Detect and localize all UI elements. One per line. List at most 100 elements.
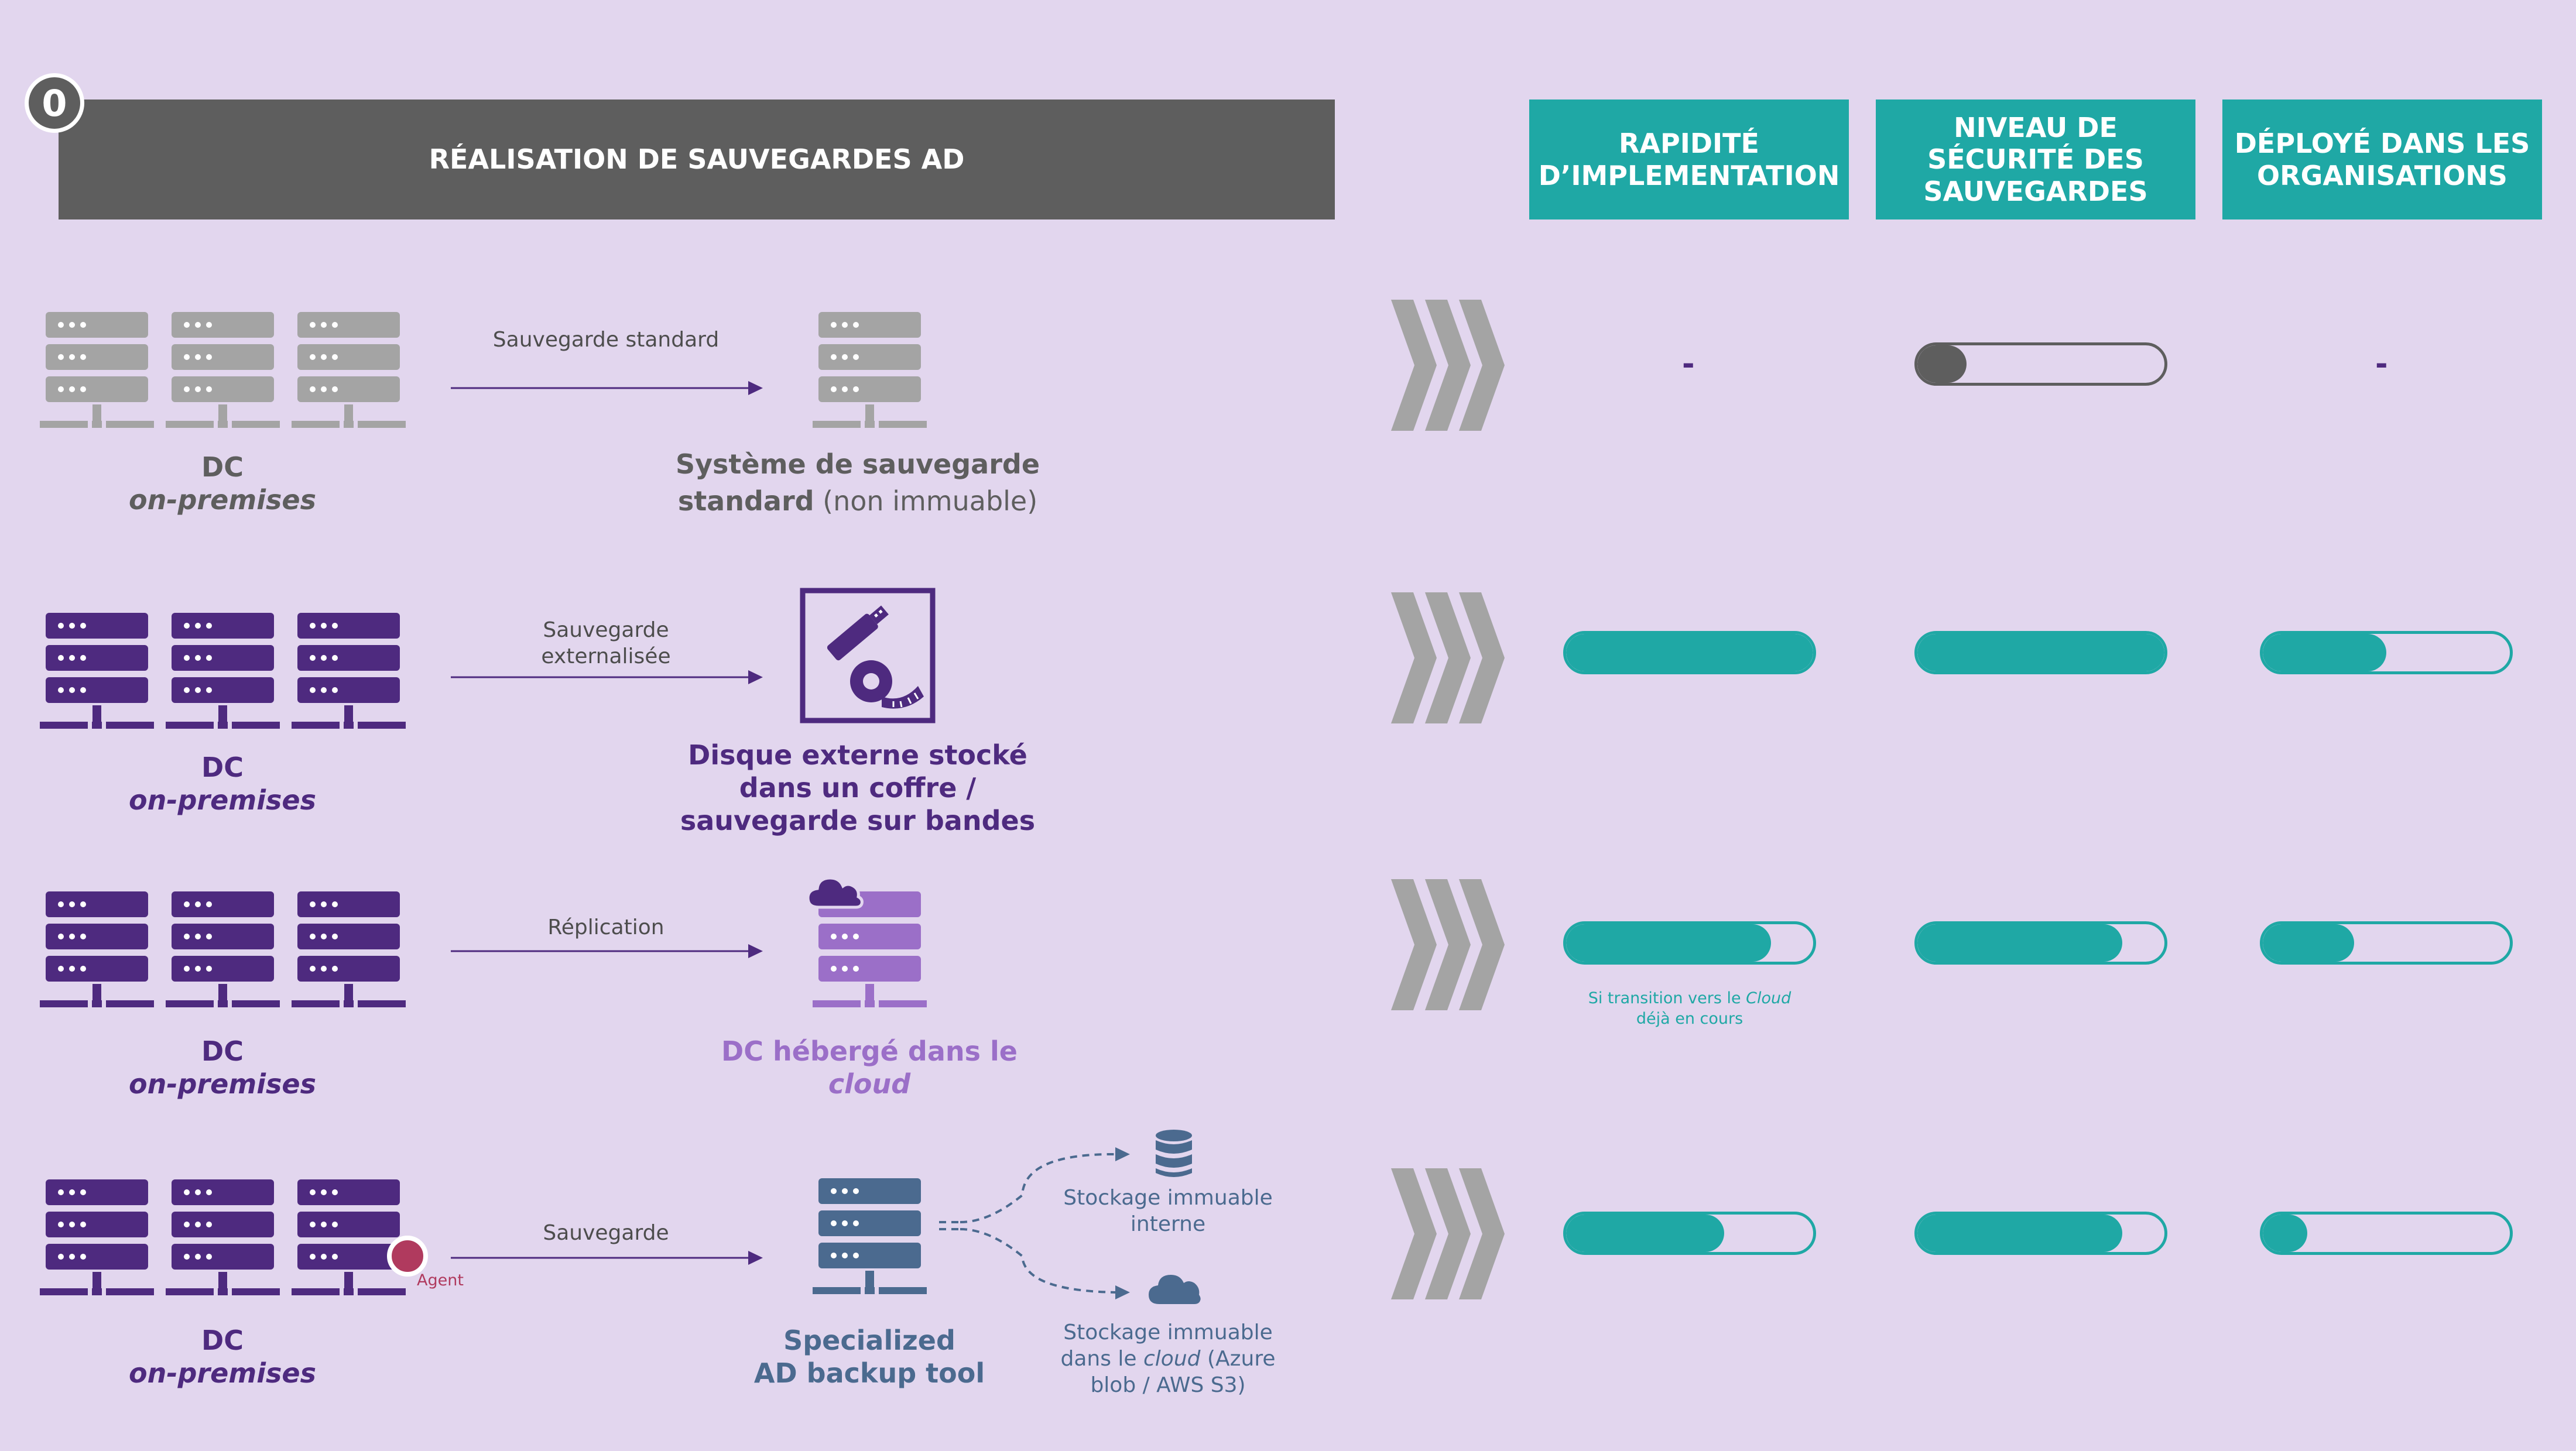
header-implementation-speed: RAPIDITÉ D’IMPLEMENTATION (1529, 100, 1849, 219)
arrow-label-row1: Sauvegarde standard (492, 328, 720, 352)
server-icon (166, 1179, 280, 1295)
chevron-icon (1391, 300, 1437, 431)
chevron-icon (1391, 1168, 1437, 1299)
deployment-value-row1: - (2375, 347, 2388, 382)
bar-fill (2263, 924, 2355, 962)
chevron-icon (1425, 879, 1471, 1010)
bar-fill (1566, 634, 1813, 671)
bar-fill (1917, 345, 1967, 383)
dc-servers-row3 (40, 891, 406, 1007)
storage-internal-label: Stockage immuable interne (1063, 1186, 1273, 1236)
target-label-row3: DC hébergé dans le cloud (685, 1035, 1054, 1100)
server-icon (292, 1179, 406, 1295)
dc-title: DC (201, 1325, 244, 1356)
cloud-icon (806, 876, 864, 909)
chevrons-row4 (1391, 1168, 1505, 1299)
chevron-icon (1391, 879, 1437, 1010)
target-rest: (non immuable) (814, 485, 1038, 517)
arrow-row4 (451, 1251, 763, 1265)
server-icon (813, 312, 927, 428)
speed-note-row3: Si transition vers le Cloud déjà en cour… (1555, 988, 1824, 1029)
bar-fill (1917, 924, 2123, 962)
agent-icon (387, 1236, 428, 1277)
server-icon (292, 891, 406, 1007)
note-italic: Cloud (1746, 989, 1791, 1007)
chevron-icon (1459, 300, 1505, 431)
storage-cloud-label: Stockage immuable dans le cloud (Azure b… (1036, 1319, 1300, 1398)
chevrons-row3 (1391, 879, 1505, 1010)
arrow-row1 (451, 381, 763, 395)
chevron-icon (1425, 592, 1471, 723)
dc-servers-row4 (40, 1179, 406, 1295)
dc-subtitle: on-premises (129, 1068, 316, 1100)
target-line2: AD backup tool (753, 1357, 985, 1390)
cloud-storage-icon (1149, 1275, 1201, 1304)
speed-bar-row2 (1563, 631, 1816, 674)
backup-tool-server-row4 (813, 1178, 927, 1294)
dc-title: DC (201, 1035, 244, 1067)
note-text-2: déjà en cours (1636, 1010, 1743, 1028)
chevron-icon (1391, 592, 1437, 723)
chevrons-row1 (1391, 300, 1505, 431)
target-label-row4: Specialized AD backup tool (714, 1324, 1025, 1390)
speed-value-row1: - (1682, 347, 1695, 382)
bar-fill (1917, 634, 2164, 671)
arrow-row3 (451, 944, 763, 958)
server-icon (40, 1179, 154, 1295)
target-label-row1: Système de sauvegarde standard (non immu… (644, 446, 1071, 520)
header-deployment: DÉPLOYÉ DANS LES ORGANISATIONS (2222, 100, 2542, 219)
storage-cloud-italic: cloud (1143, 1347, 1201, 1371)
security-bar-row4 (1914, 1212, 2167, 1255)
arrow-row2 (451, 670, 763, 684)
agent-label: Agent (417, 1271, 464, 1289)
server-icon (40, 613, 154, 729)
usb-drive-and-tape-measure-icon (800, 588, 936, 723)
arrow-label-row3: Réplication (547, 915, 664, 939)
storage-cloud-text-2: (Azure blob / AWS S3) (1090, 1347, 1276, 1397)
storage-cloud-text: Stockage immuable dans le (1060, 1320, 1273, 1371)
target-label-row2: Disque externe stocké dans un coffre / s… (680, 739, 1036, 837)
dc-subtitle: on-premises (129, 484, 316, 516)
server-icon (40, 312, 154, 428)
backup-server-row1 (813, 312, 927, 428)
dc-label-row1: DC on-premises (105, 451, 340, 516)
dc-subtitle: on-premises (129, 1357, 316, 1390)
chevron-icon (1459, 879, 1505, 1010)
dc-label-row2: DC on-premises (105, 751, 340, 817)
bar-fill (1566, 924, 1772, 962)
server-icon (166, 312, 280, 428)
chevrons-row2 (1391, 592, 1505, 723)
chevron-icon (1425, 300, 1471, 431)
target-bold: Système de sauvegarde standard (675, 448, 1040, 517)
target-bold: DC hébergé dans le (721, 1035, 1018, 1067)
server-icon (40, 891, 154, 1007)
dc-servers-row2 (40, 613, 406, 729)
bar-fill (1566, 1215, 1725, 1252)
note-text: Si transition vers le (1588, 989, 1746, 1007)
deployment-bar-row2 (2260, 631, 2513, 674)
dc-title: DC (201, 752, 244, 783)
deployment-bar-row3 (2260, 921, 2513, 965)
step-badge: 0 (25, 73, 84, 133)
target-line1: Specialized (783, 1325, 955, 1356)
server-icon (292, 312, 406, 428)
speed-bar-row3 (1563, 921, 1816, 965)
security-bar-row2 (1914, 631, 2167, 674)
deployment-bar-row4 (2260, 1212, 2513, 1255)
header-backup-security: NIVEAU DE SÉCURITÉ DES SAUVEGARDES (1876, 100, 2195, 219)
dc-servers-row1 (40, 312, 406, 428)
chevron-icon (1425, 1168, 1471, 1299)
bar-fill (2263, 1215, 2307, 1252)
storage-branch-arrows (939, 1147, 1130, 1299)
speed-bar-row4 (1563, 1212, 1816, 1255)
dc-label-row4: DC on-premises (105, 1324, 340, 1390)
bar-fill (1917, 1215, 2123, 1252)
server-icon (813, 1178, 927, 1294)
arrow-label-row4: Sauvegarde (543, 1221, 669, 1245)
target-italic: cloud (828, 1068, 911, 1100)
security-bar-row1 (1914, 342, 2167, 386)
chevron-icon (1459, 1168, 1505, 1299)
dc-subtitle: on-premises (129, 784, 316, 817)
server-icon (166, 891, 280, 1007)
